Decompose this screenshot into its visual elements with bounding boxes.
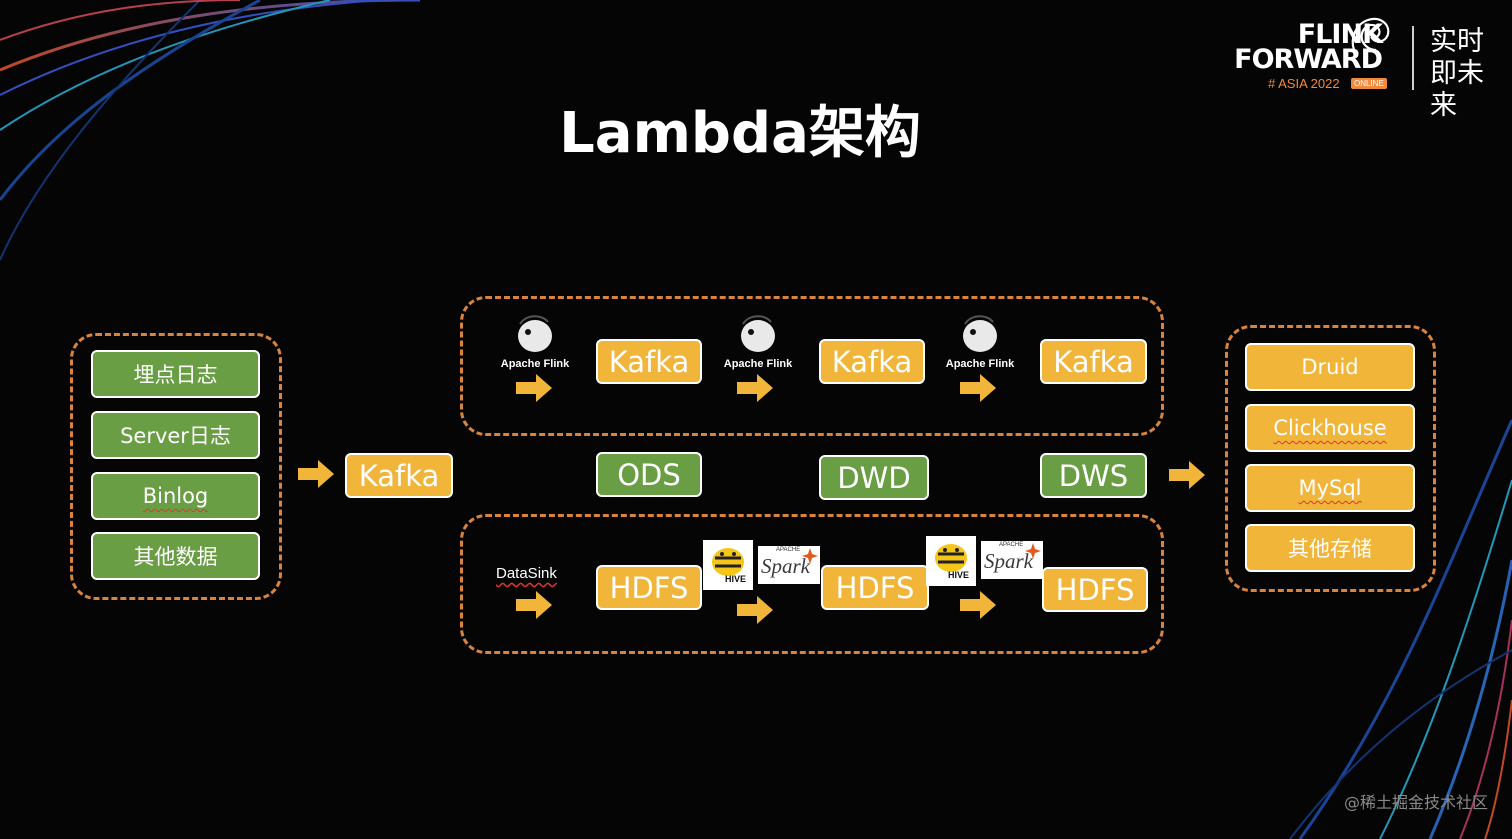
hive-text: HIVE bbox=[725, 574, 747, 584]
source-other-data: 其他数据 bbox=[91, 532, 260, 580]
arrow-right-icon bbox=[1169, 461, 1205, 489]
batch-group bbox=[460, 514, 1164, 654]
flink-squirrel-icon bbox=[741, 315, 775, 352]
hive-logo: HIVE bbox=[926, 536, 976, 586]
flink-label: Apache Flink bbox=[500, 358, 570, 370]
spark-text: Spark bbox=[761, 554, 810, 578]
hive-text: HIVE bbox=[948, 570, 970, 580]
hive-logo: HIVE bbox=[703, 540, 753, 590]
flink-label: Apache Flink bbox=[945, 358, 1015, 370]
source-tracking-log: 埋点日志 bbox=[91, 350, 260, 398]
arrow-right-icon bbox=[516, 374, 552, 402]
spark-text: Spark bbox=[984, 549, 1033, 573]
datasink-label: DataSink bbox=[496, 565, 557, 582]
squirrel-icon bbox=[1351, 17, 1390, 52]
source-server-log: Server日志 bbox=[91, 411, 260, 459]
spark-logo: APACHE Spark bbox=[981, 541, 1043, 579]
output-clickhouse: Clickhouse bbox=[1245, 404, 1415, 452]
flink-logo-1: Apache Flink bbox=[490, 310, 580, 372]
arrow-right-icon bbox=[737, 374, 773, 402]
batch-hdfs-dwd: HDFS bbox=[821, 565, 929, 610]
output-clickhouse-label: Clickhouse bbox=[1273, 416, 1387, 440]
flink-squirrel-icon bbox=[963, 315, 997, 352]
spark-star-icon bbox=[1025, 543, 1041, 559]
batch-hdfs-dws: HDFS bbox=[1042, 567, 1148, 612]
arrow-right-icon bbox=[960, 591, 996, 619]
flink-squirrel-icon bbox=[518, 315, 552, 352]
output-mysql-label: MySql bbox=[1298, 476, 1362, 500]
hive-bee-icon bbox=[712, 548, 744, 576]
realtime-kafka-dwd: Kafka bbox=[819, 339, 925, 384]
brand-slogan: 实时即未来 bbox=[1430, 26, 1484, 121]
realtime-kafka-dws: Kafka bbox=[1040, 339, 1147, 384]
watermark: @稀土掘金技术社区 bbox=[1343, 793, 1488, 812]
output-other-storage: 其他存储 bbox=[1245, 524, 1415, 572]
output-mysql: MySql bbox=[1245, 464, 1415, 512]
output-druid: Druid bbox=[1245, 343, 1415, 391]
brand-line2: FORWARD bbox=[1234, 44, 1383, 75]
brand-event: # ASIA 2022 bbox=[1268, 76, 1340, 91]
flink-logo-3: Apache Flink bbox=[935, 310, 1025, 372]
brand-divider bbox=[1412, 26, 1414, 90]
brand-logo: FLINK FORWARD bbox=[1234, 21, 1383, 75]
flink-label: Apache Flink bbox=[723, 358, 793, 370]
spark-logo: APACHE Spark bbox=[758, 546, 820, 584]
realtime-kafka-ods: Kafka bbox=[596, 339, 702, 384]
spark-apache-text: APACHE bbox=[999, 542, 1024, 548]
spark-apache-text: APACHE bbox=[776, 547, 801, 553]
arrow-right-icon bbox=[298, 460, 334, 488]
layer-dws: DWS bbox=[1040, 453, 1147, 498]
batch-hdfs-ods: HDFS bbox=[596, 565, 702, 610]
hive-bee-icon bbox=[935, 544, 967, 572]
page-title: Lambda架构 bbox=[559, 101, 921, 166]
source-binlog: Binlog bbox=[91, 472, 260, 520]
source-group bbox=[70, 333, 282, 600]
layer-dwd: DWD bbox=[819, 455, 929, 500]
arrow-right-icon bbox=[960, 374, 996, 402]
arrow-right-icon bbox=[737, 596, 773, 624]
flink-logo-2: Apache Flink bbox=[713, 310, 803, 372]
ingest-kafka: Kafka bbox=[345, 453, 453, 498]
source-binlog-label: Binlog bbox=[142, 484, 209, 508]
output-group bbox=[1225, 325, 1436, 592]
arrow-right-icon bbox=[516, 591, 552, 619]
realtime-group bbox=[460, 296, 1164, 436]
layer-ods: ODS bbox=[596, 452, 702, 497]
brand-online-tag: ONLINE bbox=[1351, 78, 1387, 89]
spark-star-icon bbox=[802, 548, 818, 564]
